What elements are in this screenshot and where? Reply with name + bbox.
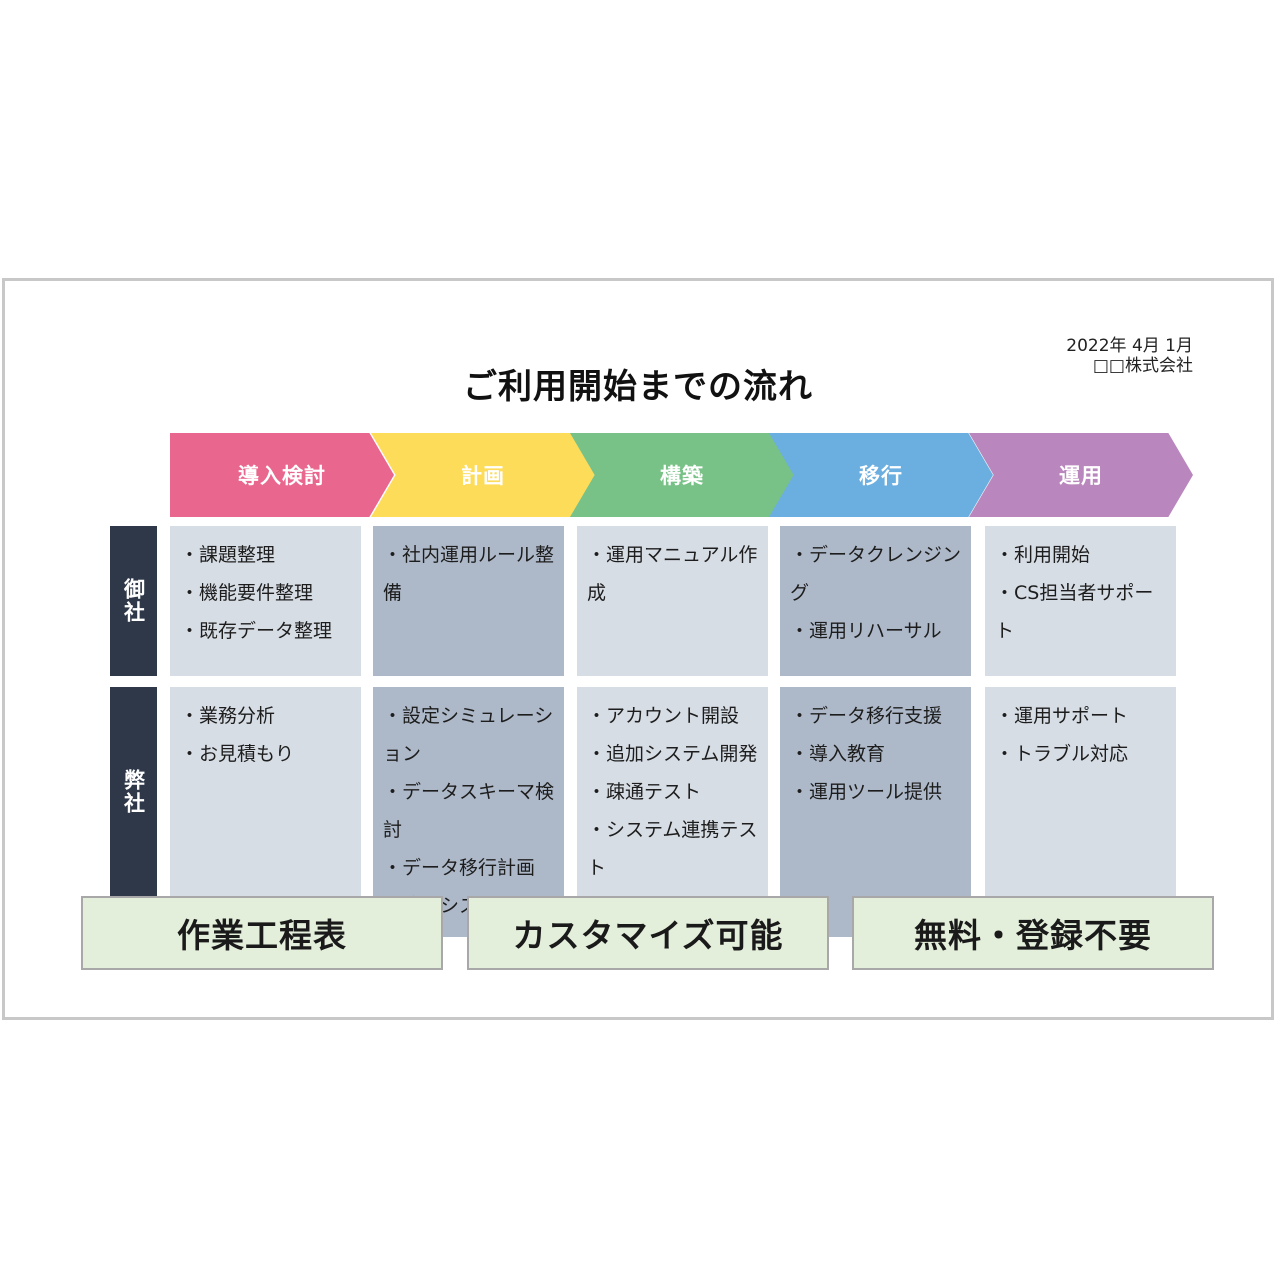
page-title: ご利用開始までの流れ	[463, 367, 813, 407]
task-cell-client-5: ・利用開始 ・CS担当者サポート	[985, 526, 1176, 676]
phase-chevron-1: 導入検討	[170, 433, 394, 517]
task-item: ・運用リハーサル	[790, 620, 942, 642]
company-name: □□株式会社	[1092, 356, 1193, 376]
phase-label: 導入検討	[238, 464, 326, 488]
task-item: ・データ移行計画	[383, 857, 536, 879]
task-cell-client-4: ・データクレンジング ・運用リハーサル	[780, 526, 971, 676]
phase-label: 構築	[660, 464, 704, 488]
task-item: ・設定シミュレーション	[383, 705, 554, 765]
task-item: ・社内運用ルール整備	[383, 544, 555, 604]
task-item: ・データクレンジング	[790, 544, 962, 604]
task-item: ・業務分析	[180, 705, 276, 727]
task-item: ・機能要件整理	[180, 582, 314, 604]
task-item: ・アカウント開設	[587, 705, 740, 727]
phase-chevron-2: 計画	[371, 433, 595, 517]
feature-badge-3: 無料・登録不要	[852, 896, 1214, 970]
phase-chevron-5: 運用	[969, 433, 1193, 517]
badge-label: カスタマイズ可能	[512, 916, 784, 955]
task-cell-client-3: ・運用マニュアル作成	[577, 526, 768, 676]
feature-badge-1: 作業工程表	[81, 896, 443, 970]
task-item: ・利用開始	[995, 544, 1091, 566]
row-label-company: 弊社	[110, 687, 157, 897]
task-item: ・データスキーマ検討	[383, 781, 555, 841]
task-item: ・導入教育	[790, 743, 886, 765]
task-item: ・データ移行支援	[790, 705, 943, 727]
task-cell-client-1: ・課題整理 ・機能要件整理 ・既存データ整理	[170, 526, 361, 676]
phase-label: 移行	[859, 464, 903, 488]
task-item: ・トラブル対応	[995, 743, 1129, 765]
task-item: ・疎通テスト	[587, 781, 702, 803]
task-item: ・CS担当者サポート	[995, 582, 1154, 642]
phase-label: 計画	[461, 464, 505, 488]
task-cell-company-4: ・データ移行支援 ・導入教育 ・運用ツール提供	[780, 687, 971, 937]
task-item: ・運用マニュアル作成	[587, 544, 758, 604]
task-item: ・お見積もり	[180, 743, 295, 765]
task-cell-company-1: ・業務分析 ・お見積もり	[170, 687, 361, 897]
task-item: ・既存データ整理	[180, 620, 333, 642]
task-item: ・追加システム開発	[587, 743, 758, 765]
task-cell-company-5: ・運用サポート ・トラブル対応	[985, 687, 1176, 897]
phase-chevron-3: 構築	[570, 433, 794, 517]
task-cell-company-3: ・アカウント開設 ・追加システム開発 ・疎通テスト ・システム連携テスト	[577, 687, 768, 897]
task-item: ・システム連携テスト	[587, 819, 758, 879]
badge-label: 無料・登録不要	[914, 916, 1152, 955]
badge-label: 作業工程表	[177, 916, 347, 955]
feature-badge-2: カスタマイズ可能	[467, 896, 829, 970]
slide: 2022年 4月 1月 □□株式会社 ご利用開始までの流れ 導入検討 計画 構築…	[2, 278, 1274, 1020]
task-item: ・運用ツール提供	[790, 781, 943, 803]
task-item: ・課題整理	[180, 544, 276, 566]
date-text: 2022年 4月 1月	[1066, 336, 1193, 356]
phase-label: 運用	[1059, 464, 1103, 488]
task-cell-company-2: ・設定シミュレーション ・データスキーマ検討 ・データ移行計画 ・追加システム検…	[373, 687, 564, 937]
phase-chevron-4: 移行	[769, 433, 993, 517]
task-cell-client-2: ・社内運用ルール整備	[373, 526, 564, 676]
row-label-client: 御社	[110, 526, 157, 676]
task-item: ・運用サポート	[995, 705, 1129, 727]
